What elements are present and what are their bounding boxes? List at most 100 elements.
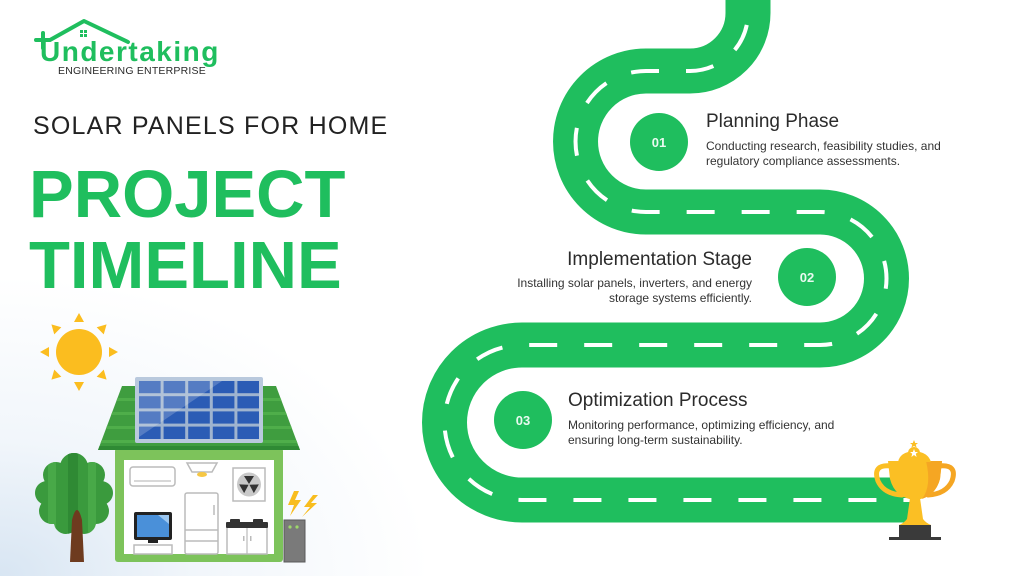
step-2-description-line: Installing solar panels, inverters, and … (517, 276, 752, 290)
step-number-badge-3: 03 (494, 391, 552, 449)
cell (188, 396, 210, 409)
cell (237, 381, 259, 394)
ceiling-lamp-icon (185, 462, 219, 477)
house-roof-icon (34, 19, 130, 50)
cell (188, 426, 210, 439)
cell (212, 411, 235, 424)
cell (212, 396, 235, 409)
home-battery-icon (283, 519, 306, 563)
window-pane (84, 30, 87, 33)
step-3-title: Optimization Process (568, 390, 748, 411)
sun-ray (40, 347, 49, 357)
crown-stripe (88, 453, 96, 534)
fridge-handle (213, 505, 215, 515)
cell (163, 426, 186, 439)
cell (237, 426, 259, 439)
lightning-bolt (288, 491, 301, 516)
tree-icon (35, 453, 113, 562)
cell (188, 411, 210, 424)
lightning-icon (288, 491, 318, 517)
tv-glare (158, 515, 169, 524)
ac-body (129, 466, 176, 487)
page-title-line-1: PROJECT (29, 157, 346, 232)
step-1-description: Conducting research, feasibility studies… (706, 139, 941, 169)
cell (237, 411, 259, 424)
stove-top (226, 522, 268, 528)
cell (237, 396, 259, 409)
lightning-bolt (302, 495, 318, 517)
fan-blade (244, 476, 254, 484)
step-3-description-line: ensuring long-term sustainability. (568, 433, 743, 447)
sun-icon (40, 313, 118, 391)
air-conditioner-icon (129, 466, 176, 487)
trophy-top-star (910, 440, 918, 448)
step-number-badge-2: 02 (778, 248, 836, 306)
page-title: PROJECT TIMELINE (29, 159, 345, 301)
cell (139, 381, 161, 394)
sun-ray (74, 313, 84, 322)
cell (139, 396, 161, 409)
step-1-description-line: regulatory compliance assessments. (706, 154, 901, 168)
trophy-stem (899, 498, 931, 525)
step-2: Implementation Stage Installing solar pa… (517, 249, 752, 306)
sun-ray (51, 369, 62, 380)
cell (163, 411, 186, 424)
lamp-bulb (197, 472, 207, 477)
trophy-cup-shade (922, 461, 942, 499)
page-subtitle: SOLAR PANELS FOR HOME (33, 112, 389, 140)
step-1-title: Planning Phase (706, 111, 840, 132)
cell (212, 381, 235, 394)
tv-screen (137, 515, 169, 537)
tv-icon (133, 512, 173, 555)
refrigerator-icon (184, 492, 219, 555)
tv-stand (148, 540, 158, 543)
sun-ray (96, 324, 107, 335)
lamp-shade (185, 462, 219, 473)
cell (163, 381, 186, 394)
trophy-handle-right (925, 463, 956, 498)
tv-table (133, 544, 173, 555)
cabinet-handle (250, 536, 252, 541)
crown-stripe (48, 453, 56, 534)
step-1-description-line: Conducting research, feasibility studies… (706, 139, 941, 153)
trophy-emblem-star (910, 449, 918, 457)
battery-led (295, 525, 299, 529)
trophy-icon (874, 440, 956, 540)
cell (188, 381, 210, 394)
step-3-description: Monitoring performance, optimizing effic… (568, 418, 834, 448)
step-2-title: Implementation Stage (567, 249, 752, 270)
page-title-line-2: TIMELINE (29, 228, 342, 303)
sun-ray (109, 347, 118, 357)
step-2-description: Installing solar panels, inverters, and … (517, 276, 752, 306)
cell (212, 426, 235, 439)
kitchen-stove-icon (226, 519, 268, 555)
ventilation-fan-icon (232, 467, 266, 502)
roof-eave (98, 446, 300, 450)
window-pane (80, 30, 83, 33)
logo-brand-name: Undertaking (40, 36, 220, 67)
sun-ray (74, 382, 84, 391)
step-number-badge-1: 01 (630, 113, 688, 171)
house-with-solar-panels (98, 377, 300, 562)
tree-trunk (70, 510, 84, 562)
burner (253, 519, 263, 523)
logo-window-icon (80, 30, 87, 37)
burner (230, 519, 240, 523)
sun-ray (51, 324, 62, 335)
cell (139, 426, 161, 439)
panel-cells (139, 381, 259, 439)
panel-shine (139, 381, 222, 437)
window-pane (80, 34, 83, 37)
cabinet-handle (243, 536, 245, 541)
step-3-description-line: Monitoring performance, optimizing effic… (568, 418, 835, 432)
window-pane (84, 34, 87, 37)
step-1: Planning Phase Conducting research, feas… (706, 111, 941, 169)
trophy-base-plate (889, 537, 941, 540)
cell (163, 396, 186, 409)
battery-body (283, 519, 306, 563)
sun-ray (96, 369, 107, 380)
fan-blade (239, 484, 249, 494)
cell (139, 411, 161, 424)
